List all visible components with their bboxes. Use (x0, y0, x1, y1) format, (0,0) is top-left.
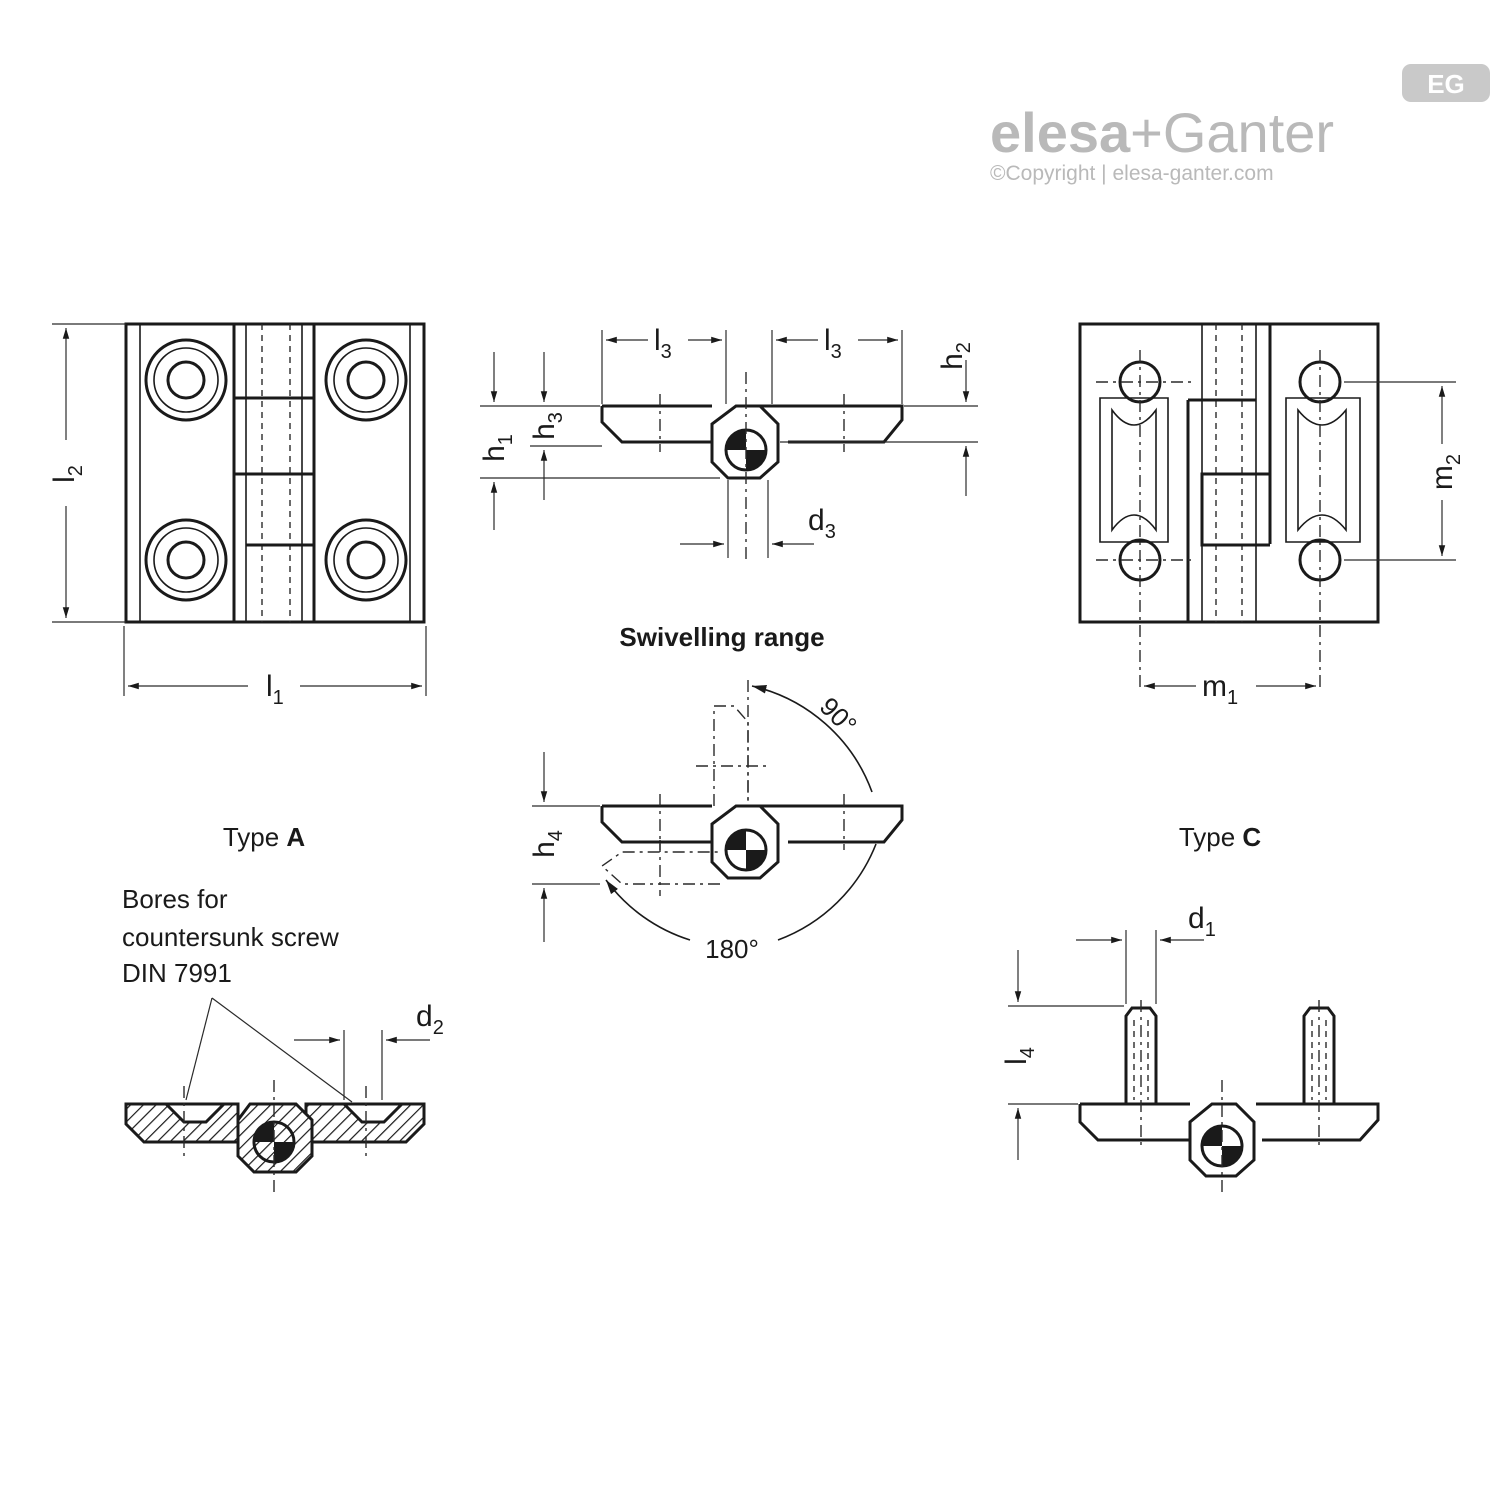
front-view-type-a (52, 322, 427, 696)
dim-h1: h1 (478, 434, 517, 462)
logo-badge-text: EG (1427, 69, 1465, 99)
type-a-label: Type A (223, 822, 306, 852)
dim-h4-base: h (528, 841, 561, 858)
dim-l2: l2 (48, 465, 87, 483)
swivelling-range-title: Swivelling range (619, 622, 824, 652)
dim-l1-base: l (266, 670, 273, 703)
dim-m2-sub: 2 (1443, 454, 1465, 465)
dim-l3-right: l3 (824, 324, 842, 363)
dim-l3-right-sub: 3 (831, 341, 842, 363)
dim-m1: m1 (1202, 670, 1238, 709)
dim-d3-base: d (808, 504, 825, 537)
dim-h3: h3 (528, 412, 567, 440)
dim-d3-sub: 3 (825, 521, 836, 543)
logo-badge (1402, 64, 1490, 102)
dim-l4-sub: 4 (1017, 1047, 1039, 1058)
bores-note-line2: countersunk screw (122, 922, 339, 952)
dim-h4: h4 (528, 830, 567, 858)
type-a-prefix: Type (223, 822, 287, 852)
dim-m1-base: m (1202, 670, 1227, 703)
dim-h3-sub: 3 (545, 412, 567, 423)
dim-l2-base: l (48, 476, 81, 483)
angle-90: 90° (814, 691, 863, 740)
dim-d1-base: d (1188, 902, 1205, 935)
type-c-prefix: Type (1179, 822, 1243, 852)
dim-l3-right-base: l (824, 324, 831, 357)
dim-m1-sub: 1 (1227, 687, 1238, 709)
dim-h4-sub: 4 (545, 830, 567, 841)
dim-d2-sub: 2 (433, 1017, 444, 1039)
dim-l4: l4 (1000, 1047, 1039, 1065)
side-view-hinge (480, 330, 978, 560)
type-c-letter: C (1242, 822, 1261, 852)
dim-m2-base: m (1426, 465, 1459, 490)
angle-180: 180° (705, 934, 759, 964)
dim-d2-base: d (416, 1000, 433, 1033)
dim-l3-left: l3 (654, 324, 672, 363)
type-a-letter: A (286, 822, 305, 852)
dim-l4-base: l (1000, 1058, 1033, 1065)
section-view-type-c (1008, 930, 1380, 1196)
bores-note-line1: Bores for (122, 884, 228, 914)
swivelling-range-view (532, 680, 904, 942)
dim-h2: h2 (936, 342, 975, 370)
dim-d3: d3 (808, 504, 836, 543)
dim-h1-base: h (478, 445, 511, 462)
dim-h2-sub: 2 (953, 342, 975, 353)
brand-logo: EG elesa+Ganter ©Copyright | elesa-gante… (990, 64, 1490, 185)
dim-h1-sub: 1 (495, 434, 517, 445)
dim-l3-left-sub: 3 (661, 341, 672, 363)
brand-name-plus: + (1130, 101, 1163, 164)
brand-name: elesa+Ganter (990, 101, 1334, 164)
brand-name-elesa: elesa (990, 101, 1131, 164)
section-view-type-a (124, 997, 430, 1194)
dim-d1-sub: 1 (1205, 919, 1216, 941)
dim-m2: m2 (1426, 454, 1465, 490)
dim-h3-base: h (528, 423, 561, 440)
dim-h2-base: h (936, 353, 969, 370)
brand-copyright: ©Copyright | elesa-ganter.com (990, 162, 1274, 185)
dim-d1: d1 (1188, 902, 1216, 941)
brand-name-ganter: Ganter (1163, 101, 1334, 164)
front-view-type-c (1078, 322, 1456, 692)
type-c-label: Type C (1179, 822, 1262, 852)
dim-l3-left-base: l (654, 324, 661, 357)
dim-l1: l1 (266, 670, 284, 709)
dim-l1-sub: 1 (273, 687, 284, 709)
dim-l2-sub: 2 (65, 465, 87, 476)
dim-d2: d2 (416, 1000, 444, 1039)
bores-note-line3: DIN 7991 (122, 958, 232, 988)
